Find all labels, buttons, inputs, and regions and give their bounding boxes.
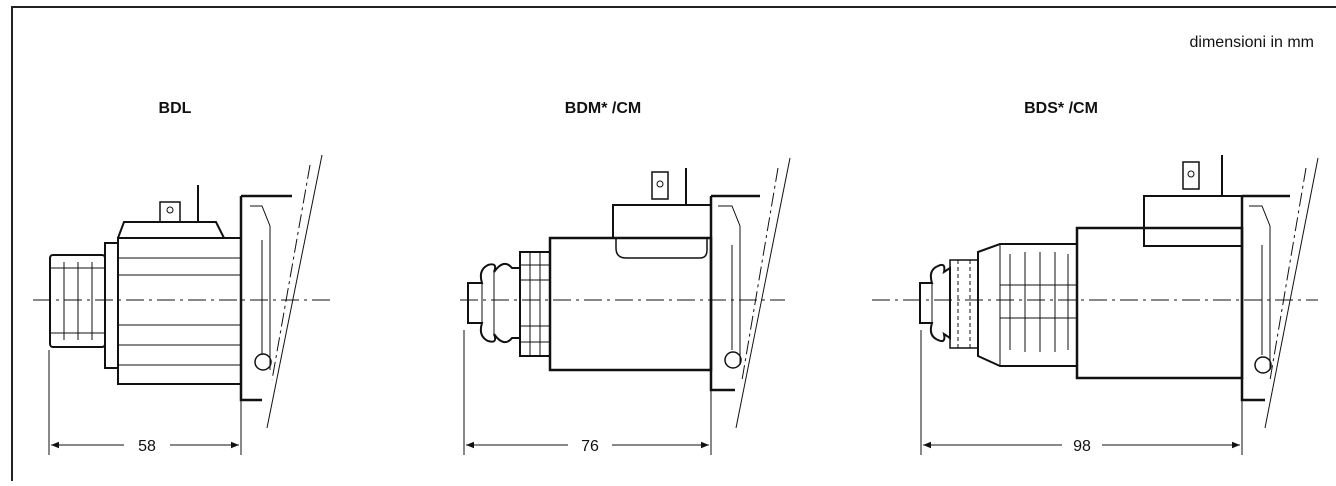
units-note: dimensioni in mm bbox=[1189, 34, 1314, 51]
coil-bdl bbox=[117, 237, 242, 385]
boot-bds bbox=[919, 263, 951, 343]
dimension-bdl: 58 bbox=[138, 438, 156, 455]
variant-title-bds: BDS* /CM bbox=[1024, 100, 1098, 117]
sleeve-bds bbox=[977, 243, 1078, 367]
variant-title-bdm: BDM* /CM bbox=[564, 100, 642, 117]
ring-bdm bbox=[519, 251, 551, 357]
coil-bds bbox=[1075, 226, 1244, 380]
dimension-bds: 98 bbox=[1073, 438, 1091, 455]
solenoid-bds bbox=[872, 155, 1319, 455]
dimension-bdm: 76 bbox=[581, 438, 599, 455]
solenoid-bdm bbox=[460, 157, 791, 455]
solenoid-bdl bbox=[33, 154, 332, 455]
variant-title-bdl: BDL bbox=[158, 100, 192, 117]
sheet-border bbox=[11, 6, 1336, 481]
